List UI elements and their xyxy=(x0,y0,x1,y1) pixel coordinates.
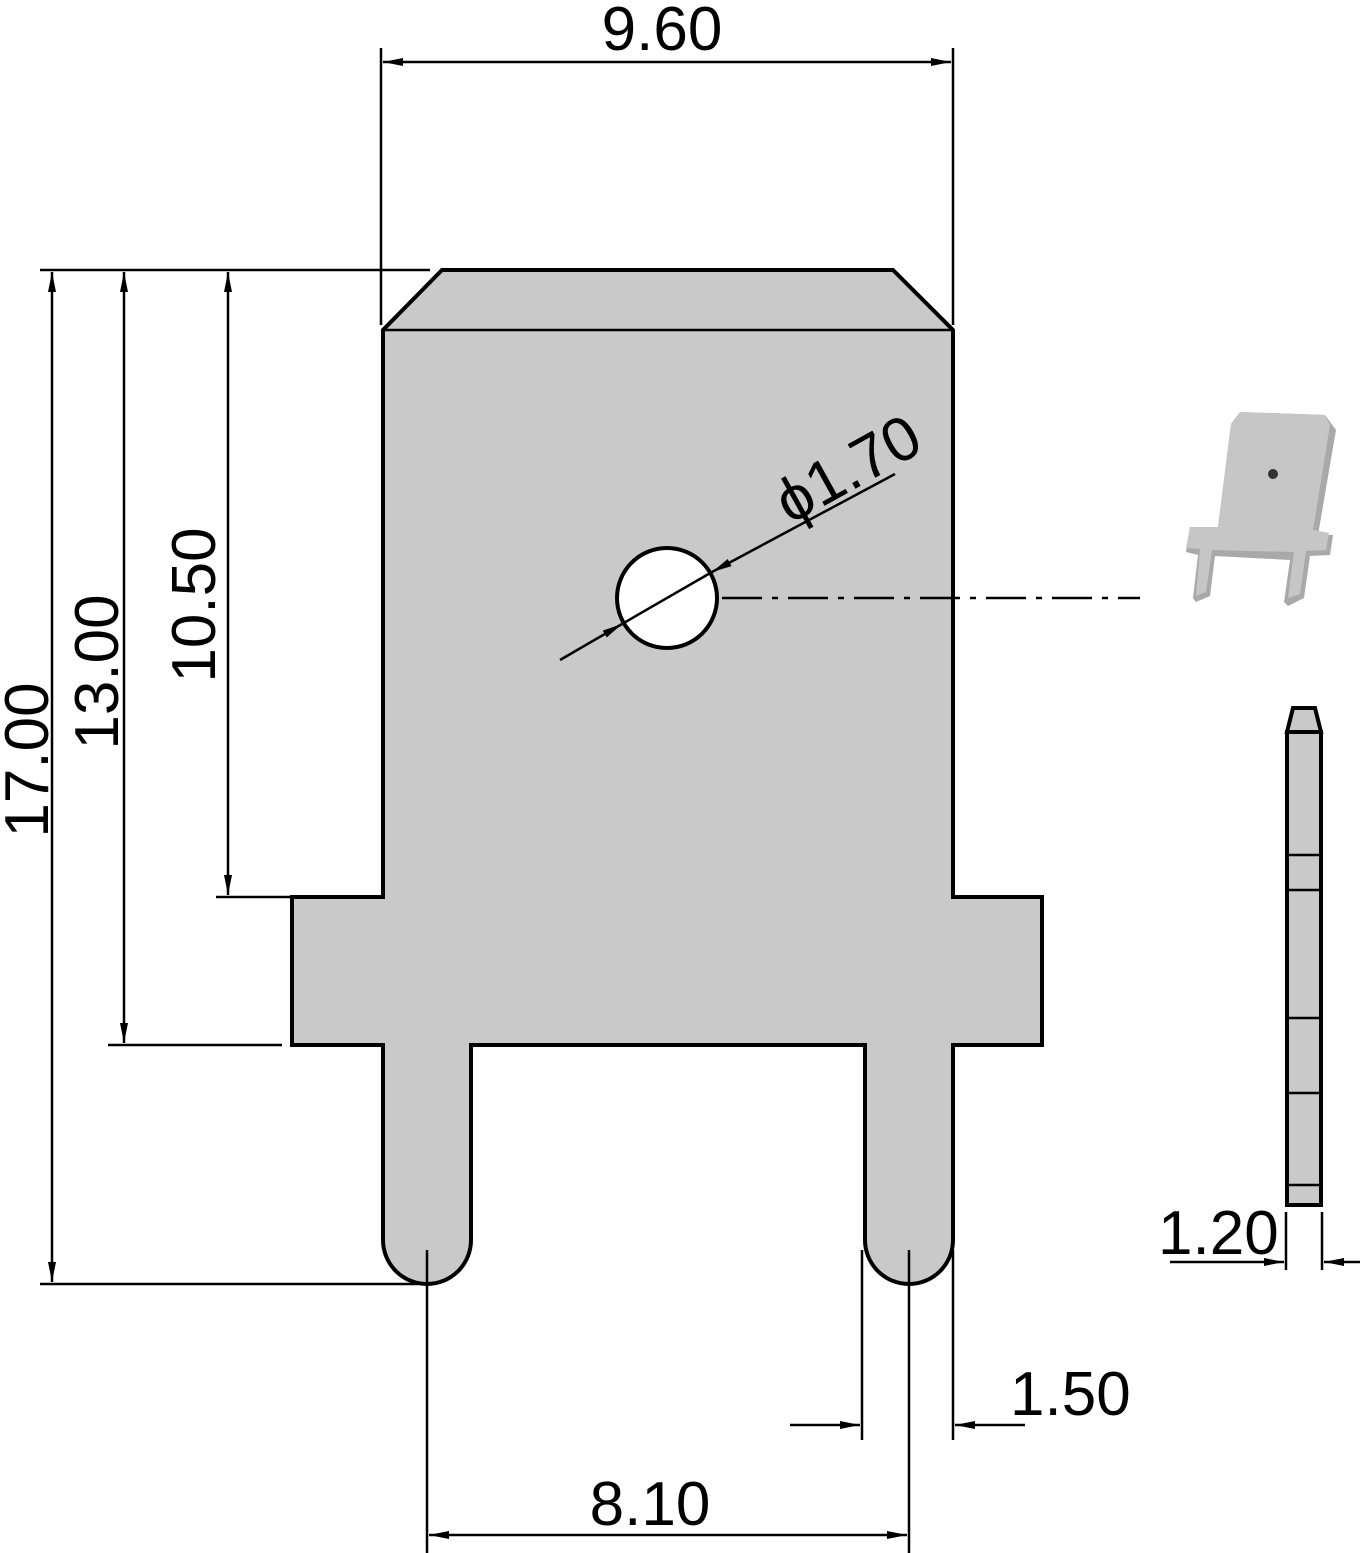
dim-thickness: 1.20 xyxy=(1158,1199,1360,1270)
svg-text:17.00: 17.00 xyxy=(0,682,62,837)
dim-pin-width: 1.50 xyxy=(790,1250,1131,1440)
side-view xyxy=(1284,706,1324,1207)
svg-text:10.50: 10.50 xyxy=(160,527,229,682)
dim-height-tab-bottom: 13.00 xyxy=(63,272,282,1047)
dim-pin-spacing: 8.10 xyxy=(425,1250,911,1553)
svg-text:8.10: 8.10 xyxy=(590,1470,711,1539)
svg-text:1.20: 1.20 xyxy=(1158,1199,1279,1268)
dim-total-height: 17.00 xyxy=(0,272,418,1286)
svg-text:9.60: 9.60 xyxy=(602,0,723,64)
isometric-view xyxy=(1186,412,1336,606)
terminal-front-view xyxy=(290,268,1044,1286)
svg-text:1.50: 1.50 xyxy=(1010,1360,1131,1429)
svg-text:13.00: 13.00 xyxy=(63,594,132,749)
dim-width-top: 9.60 xyxy=(379,0,955,325)
dim-height-tab-top: 10.50 xyxy=(160,272,290,899)
